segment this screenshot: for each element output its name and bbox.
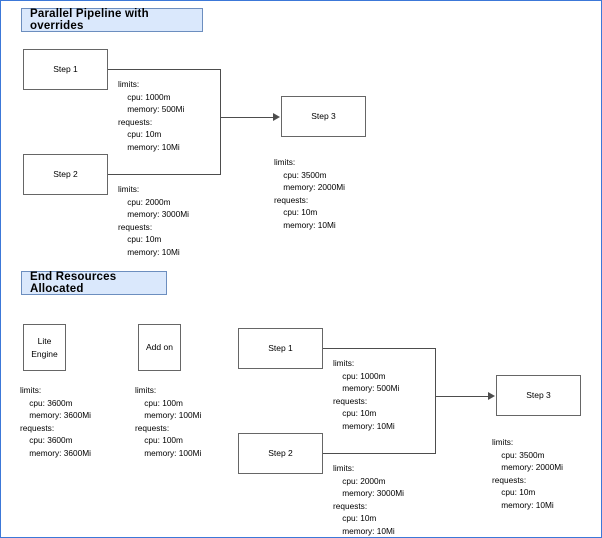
node-label: Step 1	[268, 343, 293, 354]
node-top-step-1[interactable]: Step 1	[23, 49, 108, 90]
node-label: Step 2	[268, 448, 293, 459]
node-label: Step 3	[526, 390, 551, 401]
resources-bottom-step-3: limits: cpu: 3500m memory: 2000Mi reques…	[492, 437, 564, 511]
edge-top-junction-to-step3	[220, 117, 274, 118]
node-label: Step 3	[311, 111, 336, 122]
section-title-parallel-pipeline: Parallel Pipeline with overrides	[21, 8, 203, 32]
resources-top-step-3: limits: cpu: 3500m memory: 2000Mi reques…	[274, 157, 346, 231]
edge-bottom-junction-to-step3	[435, 396, 489, 397]
edge-top-junction-vertical-lower	[220, 117, 221, 175]
node-label: Add on	[146, 342, 173, 353]
resources-bottom-step-2: limits: cpu: 2000m memory: 3000Mi reques…	[333, 463, 405, 537]
section-title-end-resources: End Resources Allocated	[21, 271, 167, 295]
edge-bottom-step2-to-junction	[323, 453, 436, 454]
resources-top-step-2: limits: cpu: 2000m memory: 3000Mi reques…	[118, 184, 190, 258]
section-title-label: End Resources Allocated	[30, 271, 117, 295]
edge-top-step2-to-junction	[108, 174, 221, 175]
resources-add-on: limits: cpu: 100m memory: 100Mi requests…	[135, 385, 202, 459]
edge-bottom-junction-vertical-upper	[435, 348, 436, 396]
edge-top-junction-vertical-upper	[220, 69, 221, 117]
node-top-step-2[interactable]: Step 2	[23, 154, 108, 195]
node-bottom-step-2[interactable]: Step 2	[238, 433, 323, 474]
node-label: Lite Engine	[31, 336, 58, 359]
resources-top-step-1: limits: cpu: 1000m memory: 500Mi request…	[118, 79, 185, 153]
resources-bottom-step-1: limits: cpu: 1000m memory: 500Mi request…	[333, 358, 400, 432]
section-title-label: Parallel Pipeline with overrides	[30, 8, 149, 32]
edge-bottom-step1-to-junction	[323, 348, 436, 349]
node-bottom-step-1[interactable]: Step 1	[238, 328, 323, 369]
edge-top-step1-to-junction	[108, 69, 221, 70]
arrow-head-bottom-step3	[488, 392, 495, 400]
node-bottom-step-3[interactable]: Step 3	[496, 375, 581, 416]
node-top-step-3[interactable]: Step 3	[281, 96, 366, 137]
edge-bottom-junction-vertical-lower	[435, 396, 436, 454]
arrow-head-top-step3	[273, 113, 280, 121]
resources-lite-engine: limits: cpu: 3600m memory: 3600Mi reques…	[20, 385, 92, 459]
node-label: Step 2	[53, 169, 78, 180]
node-lite-engine[interactable]: Lite Engine	[23, 324, 66, 371]
node-label: Step 1	[53, 64, 78, 75]
node-add-on[interactable]: Add on	[138, 324, 181, 371]
